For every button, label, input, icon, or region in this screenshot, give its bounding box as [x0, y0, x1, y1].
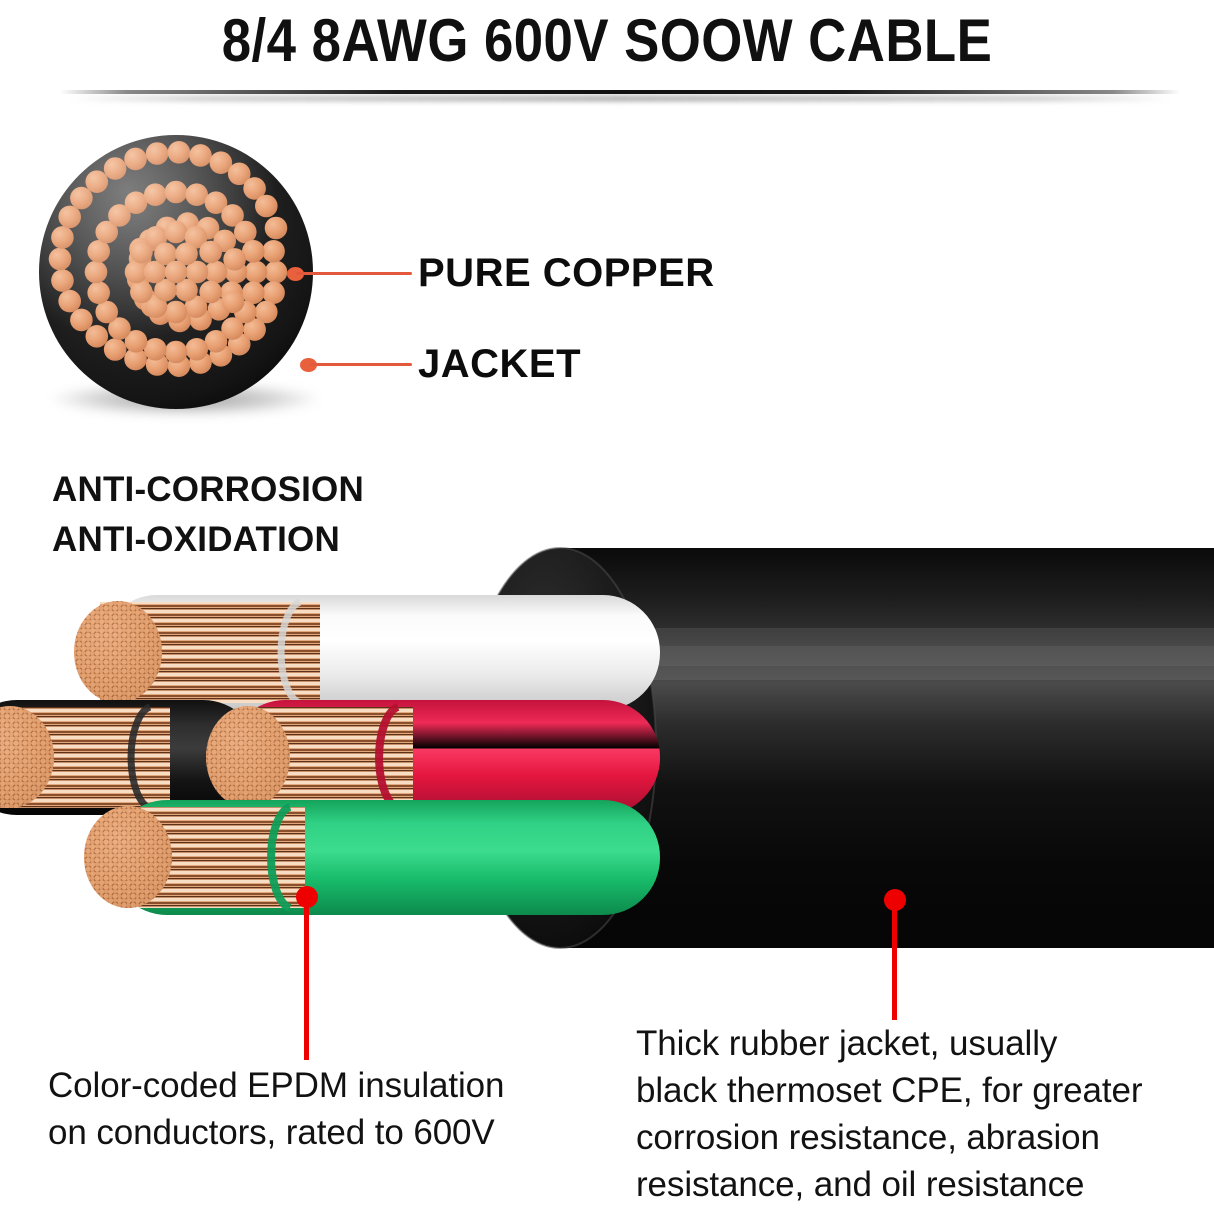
insulation-caption-line-1: Color-coded EPDM insulation — [48, 1066, 505, 1105]
jacket-callout-line — [310, 363, 412, 366]
insulation-pointer-line — [304, 897, 309, 1060]
jacket-caption: Thick rubber jacket, usually black therm… — [636, 1020, 1206, 1208]
black-conductor — [0, 700, 260, 815]
jacket-pointer-line — [892, 900, 897, 1020]
jacket-caption-line-2: black thermoset CPE, for greater — [636, 1071, 1143, 1110]
feature-anti-corrosion: ANTI-CORROSION — [52, 470, 364, 509]
feature-anti-oxidation: ANTI-OXIDATION — [52, 520, 340, 559]
jacket-caption-line-1: Thick rubber jacket, usually — [636, 1024, 1058, 1063]
pure-copper-callout-line — [296, 272, 412, 275]
title-bar: 8/4 8AWG 600V SOOW CABLE — [0, 0, 1214, 102]
insulation-caption: Color-coded EPDM insulation on conductor… — [48, 1062, 588, 1156]
callout-label-pure-copper: PURE COPPER — [418, 251, 715, 295]
pure-copper-callout-dot — [287, 267, 304, 281]
cross-section-group — [28, 132, 348, 432]
jacket-caption-line-4: resistance, and oil resistance — [636, 1165, 1085, 1204]
jacket-callout-dot — [300, 358, 317, 372]
jacket-caption-line-3: corrosion resistance, abrasion — [636, 1118, 1100, 1157]
white-conductor — [74, 595, 660, 710]
red-conductor — [206, 700, 660, 815]
cable-illustration — [0, 547, 1214, 949]
page-title: 8/4 8AWG 600V SOOW CABLE — [221, 7, 993, 74]
title-divider-shadow — [70, 95, 1170, 102]
callout-label-jacket: JACKET — [418, 342, 582, 386]
insulation-caption-line-2: on conductors, rated to 600V — [48, 1113, 495, 1152]
main-cable-group — [0, 520, 1214, 990]
green-conductor — [84, 800, 660, 915]
title-divider — [60, 90, 1180, 94]
